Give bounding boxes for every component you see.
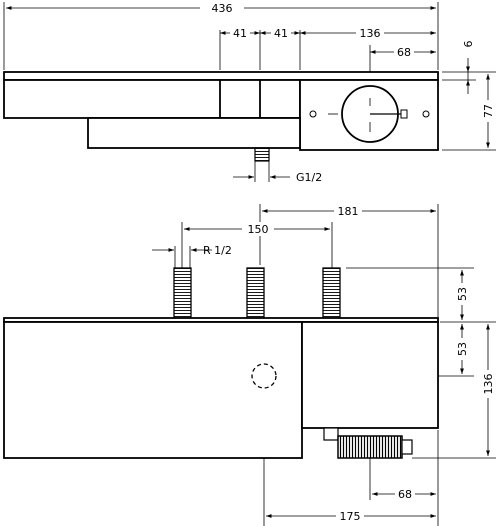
knob-end-cap — [401, 439, 413, 455]
hidden-outlet-circle — [251, 363, 277, 389]
dim-77-label: 77 — [482, 104, 495, 118]
top-cover-plate — [3, 71, 439, 81]
knob-collar — [323, 427, 339, 441]
inlet-stud-center — [246, 267, 265, 319]
control-module-front — [301, 321, 439, 429]
dim-41-middle-label: 41 — [274, 27, 288, 40]
dim-r12-label: R 1/2 — [203, 244, 232, 257]
dim-136-vertical-label: 136 — [482, 374, 495, 395]
mount-screw — [309, 110, 317, 118]
dim-175-label: 175 — [340, 510, 361, 523]
front-view: 181 150 R 1/2 53 53 136 68 175 — [3, 204, 498, 526]
top-view: 436 41 41 136 68 6 77 — [3, 1, 498, 184]
thermostat-body-top — [3, 79, 301, 119]
thermostat-body-front — [3, 321, 303, 459]
knurled-knob — [337, 435, 403, 459]
dim-68-bottom-label: 68 — [398, 488, 412, 501]
knob-indicator-tab — [400, 109, 408, 119]
dim-g12-label: G1/2 — [296, 171, 322, 184]
inlet-stud-left — [173, 267, 192, 319]
lower-body-top — [87, 117, 301, 149]
dim-53-upper-label: 53 — [456, 287, 469, 301]
dim-436-label: 436 — [212, 2, 233, 15]
dim-6-label: 6 — [462, 41, 475, 48]
dim-181-label: 181 — [338, 205, 359, 218]
dim-150-label: 150 — [248, 223, 269, 236]
mount-screw — [422, 110, 430, 118]
dim-68-top-label: 68 — [397, 46, 411, 59]
dim-136-top-label: 136 — [360, 27, 381, 40]
inlet-stud-right — [322, 267, 341, 319]
outlet-stub — [254, 147, 270, 162]
dim-53-lower-label: 53 — [456, 342, 469, 356]
dim-41-left-label: 41 — [233, 27, 247, 40]
